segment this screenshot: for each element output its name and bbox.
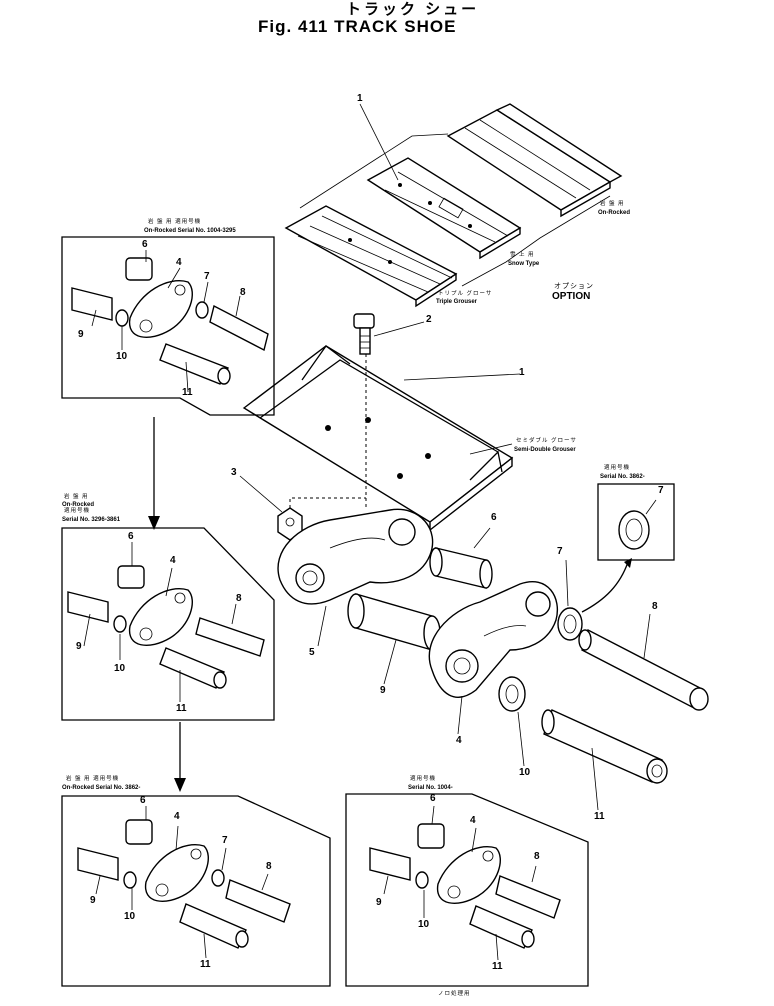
inset-bl-callout-4: 4	[174, 811, 180, 822]
callout-4: 4	[456, 735, 462, 746]
inset-bl-callout-7: 7	[222, 835, 228, 846]
inset-bl-callout-9: 9	[90, 895, 96, 906]
callout-7: 7	[557, 546, 563, 557]
inset-top-left-parts	[71, 257, 269, 385]
inset-bottom-right-caption: Serial No. 1004-	[408, 785, 453, 791]
pin-8	[578, 628, 709, 711]
inset-tl-callout-11: 11	[182, 387, 193, 398]
inset-br-callout-8: 8	[534, 851, 540, 862]
inset-bottom-left-caption: On-Rocked Serial No. 3862-	[62, 785, 141, 791]
seal-inset-part	[618, 510, 650, 550]
bushing-6	[429, 547, 493, 589]
title-japanese: トラック シュー	[346, 1, 480, 18]
callout-10: 10	[519, 767, 531, 778]
bolt	[353, 313, 375, 355]
down-arrow-icon-2	[174, 778, 186, 792]
down-arrow-icon	[148, 516, 160, 530]
curved-arrow-icon	[581, 561, 629, 613]
inset-mid-left-caption-1: On-Rocked	[62, 502, 95, 508]
inset-tl-callout-4: 4	[176, 257, 182, 268]
semi-double-label: Semi-Double Grouser	[514, 447, 576, 453]
track-link-left	[277, 508, 434, 605]
callout-1-top: 1	[357, 93, 363, 104]
callout-11: 11	[594, 811, 605, 822]
seal-inset-callout-7: 7	[658, 485, 664, 496]
on-rocked-label: On-Rocked	[598, 210, 631, 216]
option-label-japanese: オプション	[554, 283, 594, 290]
inset-ml-callout-10: 10	[114, 663, 126, 674]
semi-double-label-japanese: セミダブル グローサ	[516, 438, 577, 444]
inset-bl-callout-6: 6	[140, 795, 146, 806]
inset-bottom-right-parts	[369, 823, 561, 949]
inset-ml-callout-6: 6	[128, 531, 134, 542]
inset-tl-callout-8: 8	[240, 287, 246, 298]
callout-6: 6	[491, 512, 497, 523]
callout-1: 1	[519, 367, 525, 378]
inset-mid-left-caption-japanese-1: 岩 盤 用	[64, 494, 89, 500]
seal-7	[557, 607, 583, 641]
on-rocked-label-japanese: 岩 盤 用	[600, 201, 625, 207]
inset-br-callout-11: 11	[492, 961, 503, 972]
semi-double-grouser-shoe	[242, 345, 514, 532]
snow-type-label-japanese: 雪 上 用	[510, 252, 535, 258]
inset-br-callout-6: 6	[430, 793, 436, 804]
on-rocked-shoe	[446, 103, 623, 218]
callout-9: 9	[380, 685, 386, 696]
inset-tl-callout-9: 9	[78, 329, 84, 340]
callout-3: 3	[231, 467, 237, 478]
bushing-9	[347, 593, 441, 651]
inset-ml-callout-9: 9	[76, 641, 82, 652]
inset-bottom-left-caption-japanese: 岩 盤 用 適用号機	[66, 776, 120, 782]
snow-type-shoe	[366, 157, 522, 260]
inset-mid-left-parts	[67, 565, 265, 689]
inset-ml-callout-11: 11	[176, 703, 187, 714]
inset-br-callout-4: 4	[470, 815, 476, 826]
inset-tl-callout-6: 6	[142, 239, 148, 250]
triple-grouser-label: Triple Grouser	[436, 299, 478, 305]
page-title: Fig. 411 TRACK SHOE	[258, 17, 457, 36]
inset-br-callout-9: 9	[376, 897, 382, 908]
inset-bl-callout-8: 8	[266, 861, 272, 872]
inset-mid-left-caption-2: Serial No. 3296-3861	[62, 517, 121, 523]
inset-tl-callout-10: 10	[116, 351, 128, 362]
seal-10	[498, 676, 526, 712]
option-label: OPTION	[552, 291, 591, 302]
snow-type-label: Snow Type	[508, 261, 540, 267]
pin-11	[541, 709, 668, 784]
callout-8: 8	[652, 601, 658, 612]
inset-br-callout-10: 10	[418, 919, 430, 930]
track-link-right	[428, 581, 558, 698]
inset-tl-callout-7: 7	[204, 271, 210, 282]
triple-grouser-label-japanese: トリプル グローサ	[438, 291, 493, 297]
inset-mid-left-caption-japanese-2: 適用号機	[64, 508, 91, 514]
triple-grouser-shoe	[284, 205, 458, 308]
inset-ml-callout-4: 4	[170, 555, 176, 566]
inset-top-left-caption: On-Rocked Serial No. 1004-3295	[144, 228, 236, 234]
footer-caption-japanese: ノロ処理用	[438, 991, 471, 997]
seal-inset-caption-japanese: 適用号機	[604, 465, 631, 471]
inset-bottom-right-caption-japanese: 適用号機	[410, 776, 437, 782]
inset-top-left-caption-japanese: 岩 盤 用 適用号機	[148, 219, 202, 225]
inset-bl-callout-11: 11	[200, 959, 211, 970]
seal-inset-caption: Serial No. 3862-	[600, 474, 645, 480]
callout-5: 5	[309, 647, 315, 658]
inset-bl-callout-10: 10	[124, 911, 136, 922]
inset-ml-callout-8: 8	[236, 593, 242, 604]
callout-2: 2	[426, 314, 432, 325]
inset-bottom-left-parts	[77, 819, 291, 949]
